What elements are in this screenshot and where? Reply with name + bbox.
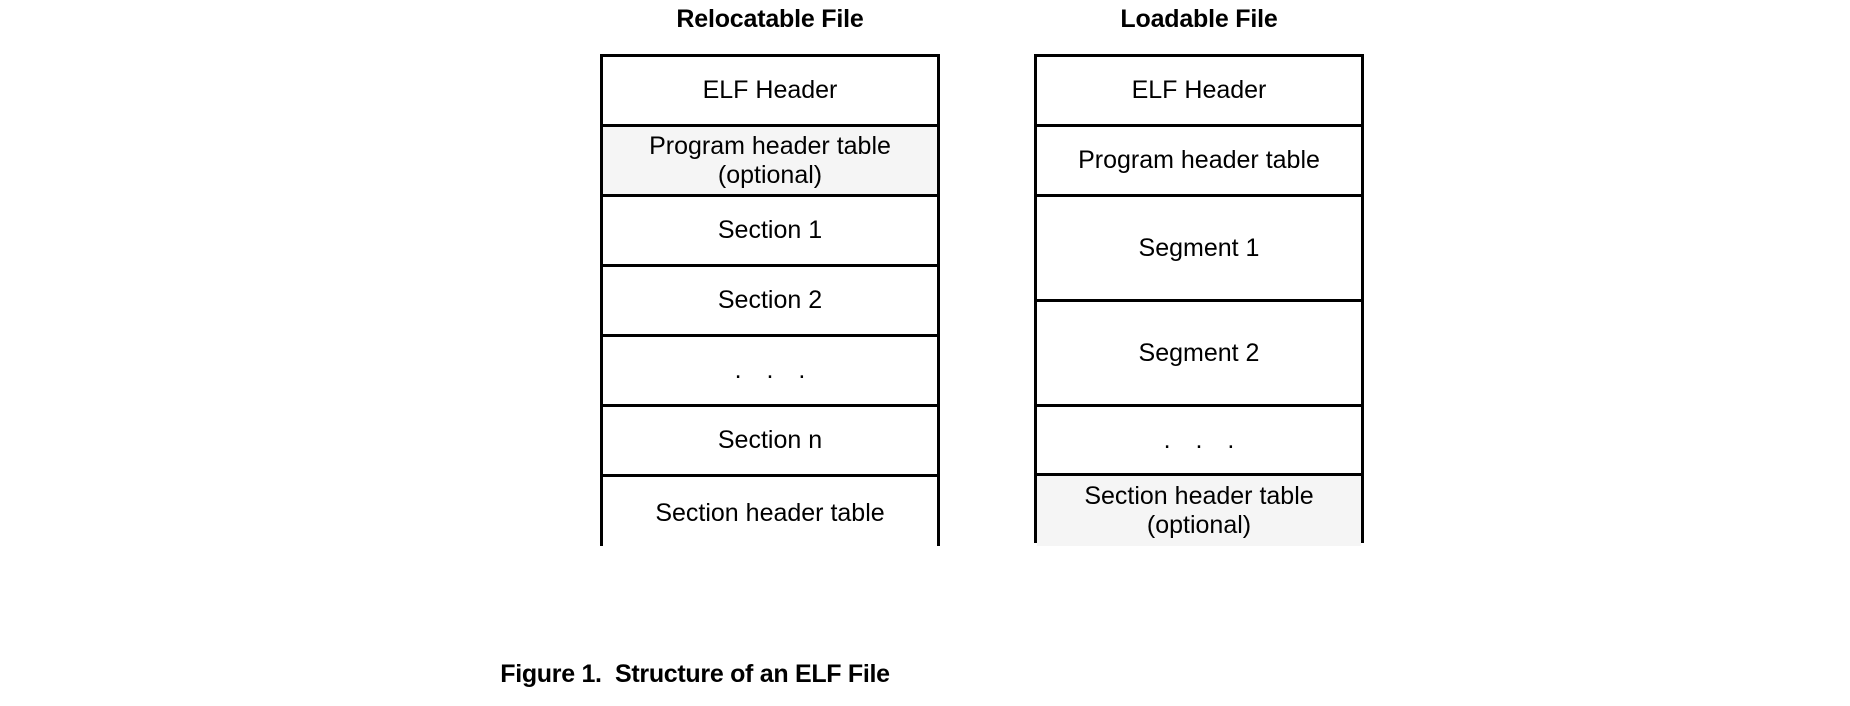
row-label: Section header table <box>655 498 885 527</box>
file-row: Section 1 <box>603 197 937 267</box>
file-row: Section header table (optional) <box>1037 476 1361 546</box>
file-row: Section 2 <box>603 267 937 337</box>
row-label-ellipsis: . . . <box>734 356 815 384</box>
file-row: Segment 2 <box>1037 302 1361 407</box>
file-row: Program header table <box>1037 127 1361 197</box>
file-row: Section n <box>603 407 937 477</box>
file-row: Program header table (optional) <box>603 127 937 197</box>
file-row: ELF Header <box>603 57 937 127</box>
row-label: Segment 2 <box>1138 338 1260 367</box>
row-label-ellipsis: . . . <box>1163 425 1244 454</box>
file-row: . . . <box>603 337 937 407</box>
figure-caption: Figure 1. Structure of an ELF File <box>500 660 890 688</box>
row-label: Section 1 <box>717 216 823 244</box>
column-title-relocatable: Relocatable File <box>676 5 864 33</box>
row-label: Section n <box>717 426 823 454</box>
row-label: ELF Header <box>702 76 838 104</box>
column-title-loadable: Loadable File <box>1120 5 1278 33</box>
row-label: Section header table (optional) <box>1084 482 1314 539</box>
row-label: Program header table (optional) <box>649 131 891 189</box>
row-label: Section 2 <box>717 286 823 314</box>
file-row: Section header table <box>603 477 937 549</box>
file-row: . . . <box>1037 407 1361 476</box>
row-label: Program header table <box>1078 146 1320 174</box>
row-label: ELF Header <box>1131 76 1267 104</box>
file-row: ELF Header <box>1037 57 1361 127</box>
row-label: Segment 1 <box>1138 233 1260 262</box>
file-row: Segment 1 <box>1037 197 1361 302</box>
